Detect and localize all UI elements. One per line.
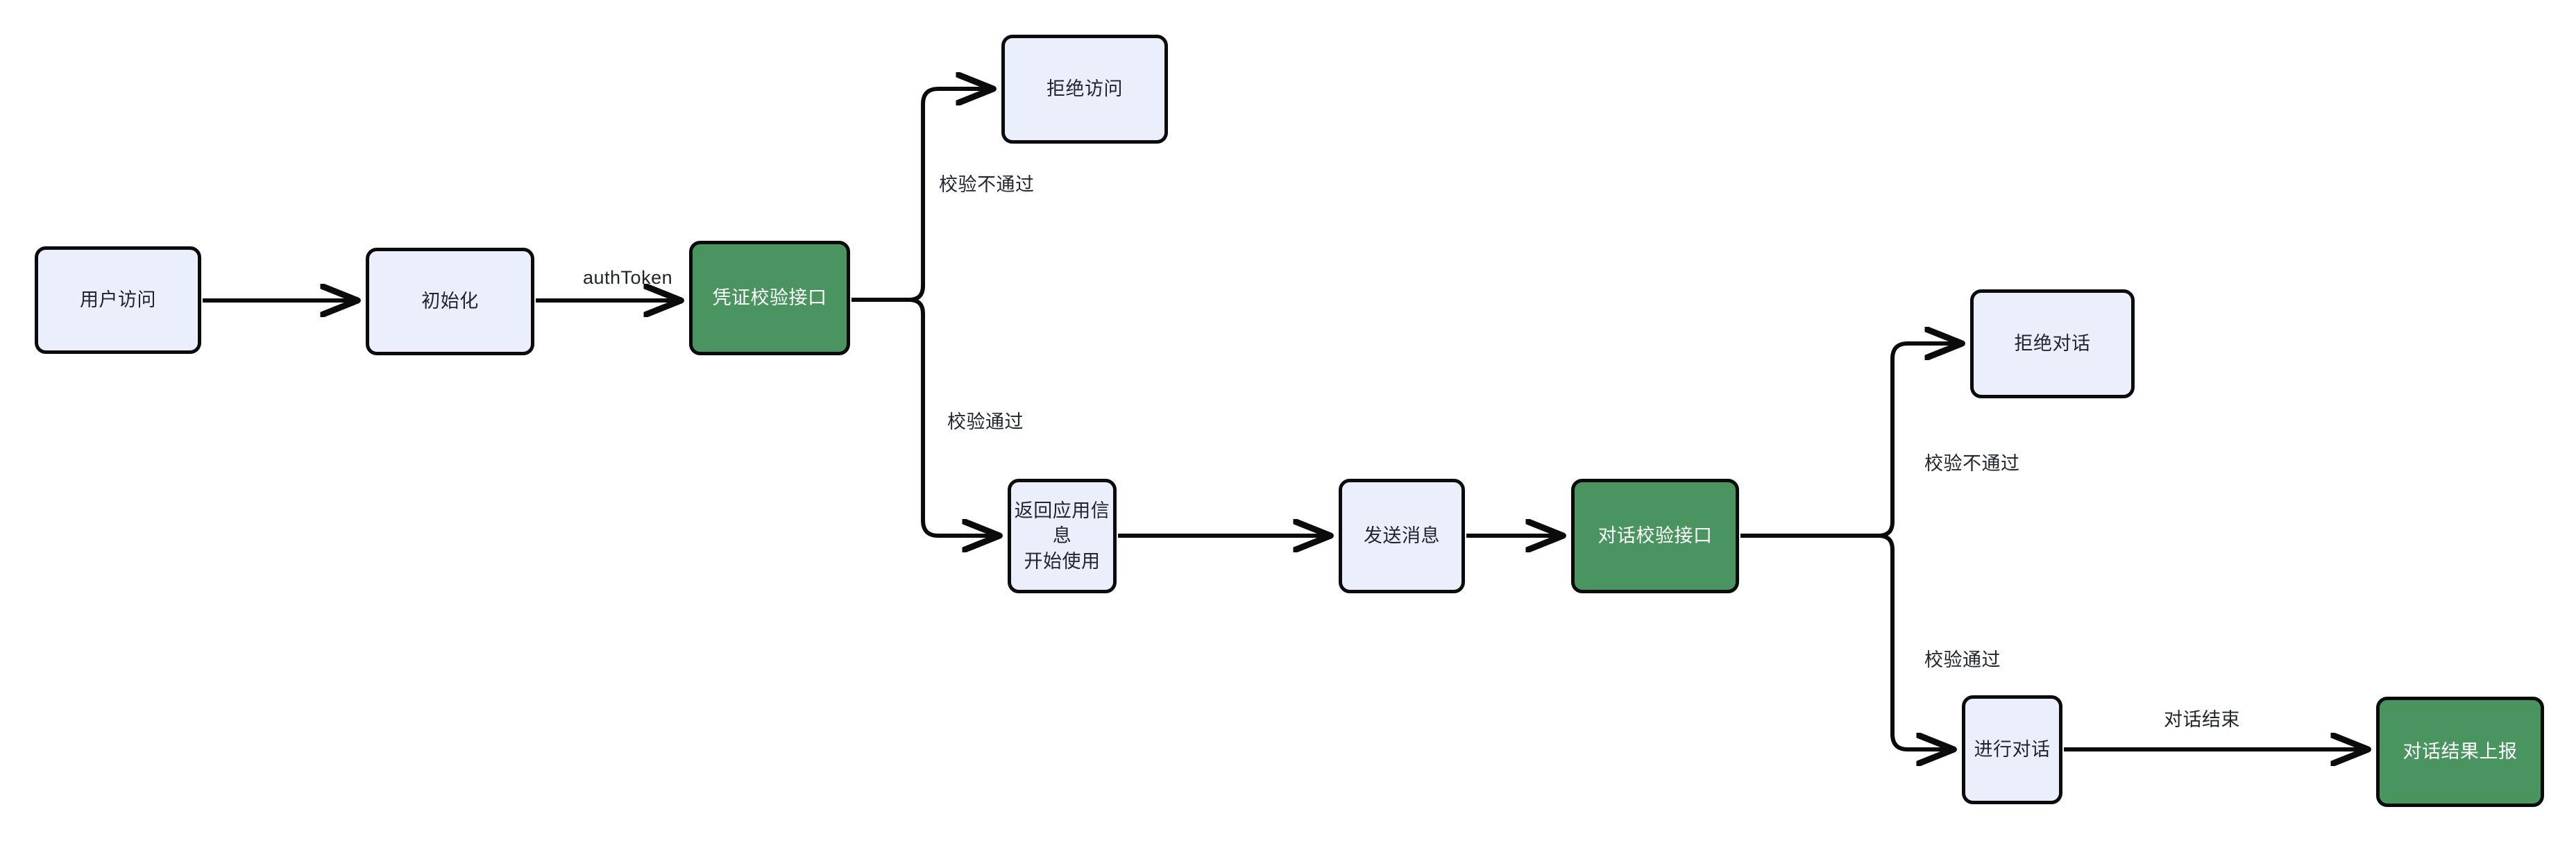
edge-label-credential-verify-failed: 校验不通过 <box>939 174 1035 195</box>
node-do-chat[interactable]: 进行对话 <box>1962 695 2062 804</box>
node-credential-verify-api[interactable]: 凭证校验接口 <box>689 241 850 355</box>
node-report-chat-result[interactable]: 对话结果上报 <box>2376 697 2544 807</box>
edge-label-chat-ended: 对话结束 <box>2164 709 2240 730</box>
node-deny-chat[interactable]: 拒绝对话 <box>1970 289 2135 398</box>
edge-chat-api-to-do-chat <box>1878 534 1952 749</box>
node-deny-access[interactable]: 拒绝访问 <box>1001 35 1168 144</box>
node-send-message[interactable]: 发送消息 <box>1339 479 1465 593</box>
edge-chat-api-to-deny-chat <box>1878 343 1960 538</box>
edge-label-chat-verify-passed: 校验通过 <box>1924 649 2001 670</box>
edge-label-chat-verify-failed: 校验不通过 <box>1924 453 2020 474</box>
node-init[interactable]: 初始化 <box>366 248 534 355</box>
node-chat-verify-api[interactable]: 对话校验接口 <box>1571 479 1739 593</box>
edge-label-auth-token: authToken <box>583 267 673 288</box>
node-return-app-info[interactable]: 返回应用信息 开始使用 <box>1008 479 1117 593</box>
edge-label-credential-verify-passed: 校验通过 <box>947 411 1024 432</box>
node-user-access[interactable]: 用户访问 <box>35 246 201 354</box>
